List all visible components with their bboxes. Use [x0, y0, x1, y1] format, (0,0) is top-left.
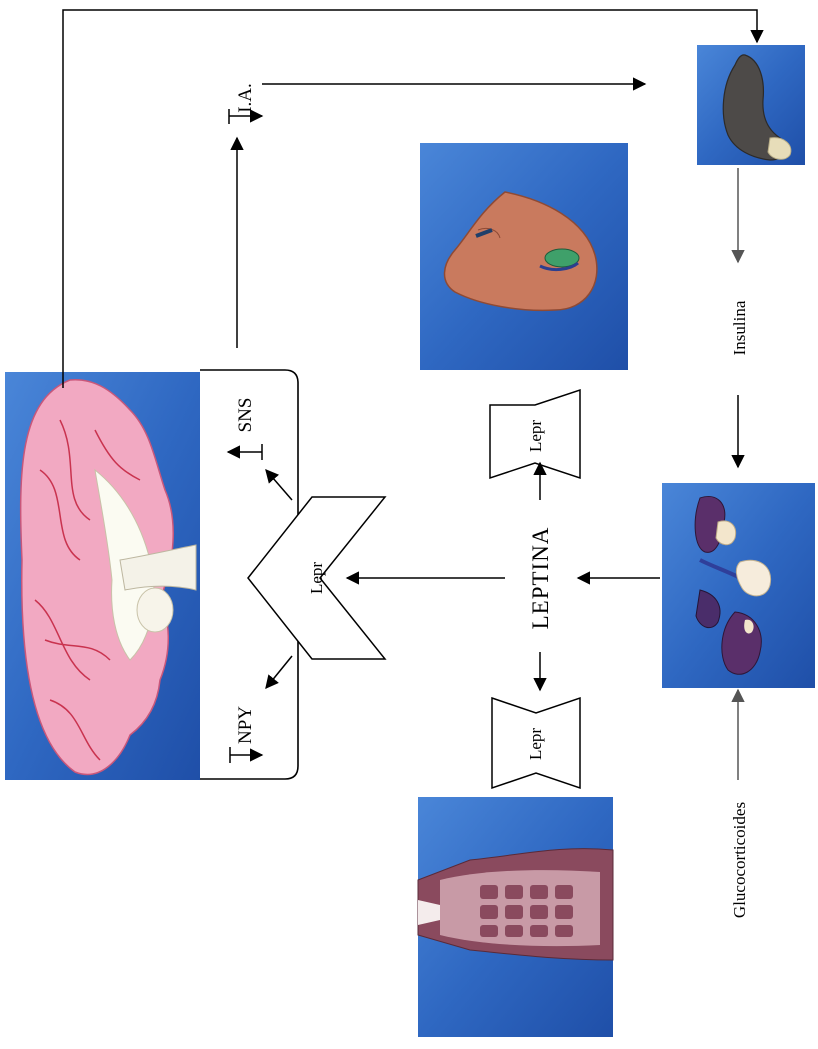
leptina-label: LEPTINA — [528, 527, 553, 630]
adipose-panel — [662, 483, 815, 688]
liver-panel — [420, 143, 628, 370]
brain-panel — [5, 372, 200, 780]
brain-to-pancreas-line — [63, 10, 757, 388]
lepr-brain-label: Lepr — [307, 562, 326, 594]
sns-label: SNS — [235, 398, 256, 433]
insulina-label: Insulina — [730, 300, 749, 355]
glucocorticoides-label: Glucocorticoides — [730, 802, 749, 918]
lepr-liver-label: Lepr — [526, 420, 545, 452]
lepr-to-sns-arrow — [266, 470, 292, 500]
npy-label: NPY — [235, 706, 256, 744]
lepr-muscle-label: Lepr — [526, 728, 545, 760]
ia-label: I.A. — [235, 83, 256, 113]
lepr-to-npy-arrow — [266, 656, 292, 688]
muscle-panel — [418, 797, 613, 1037]
pancreas-panel — [697, 45, 805, 165]
